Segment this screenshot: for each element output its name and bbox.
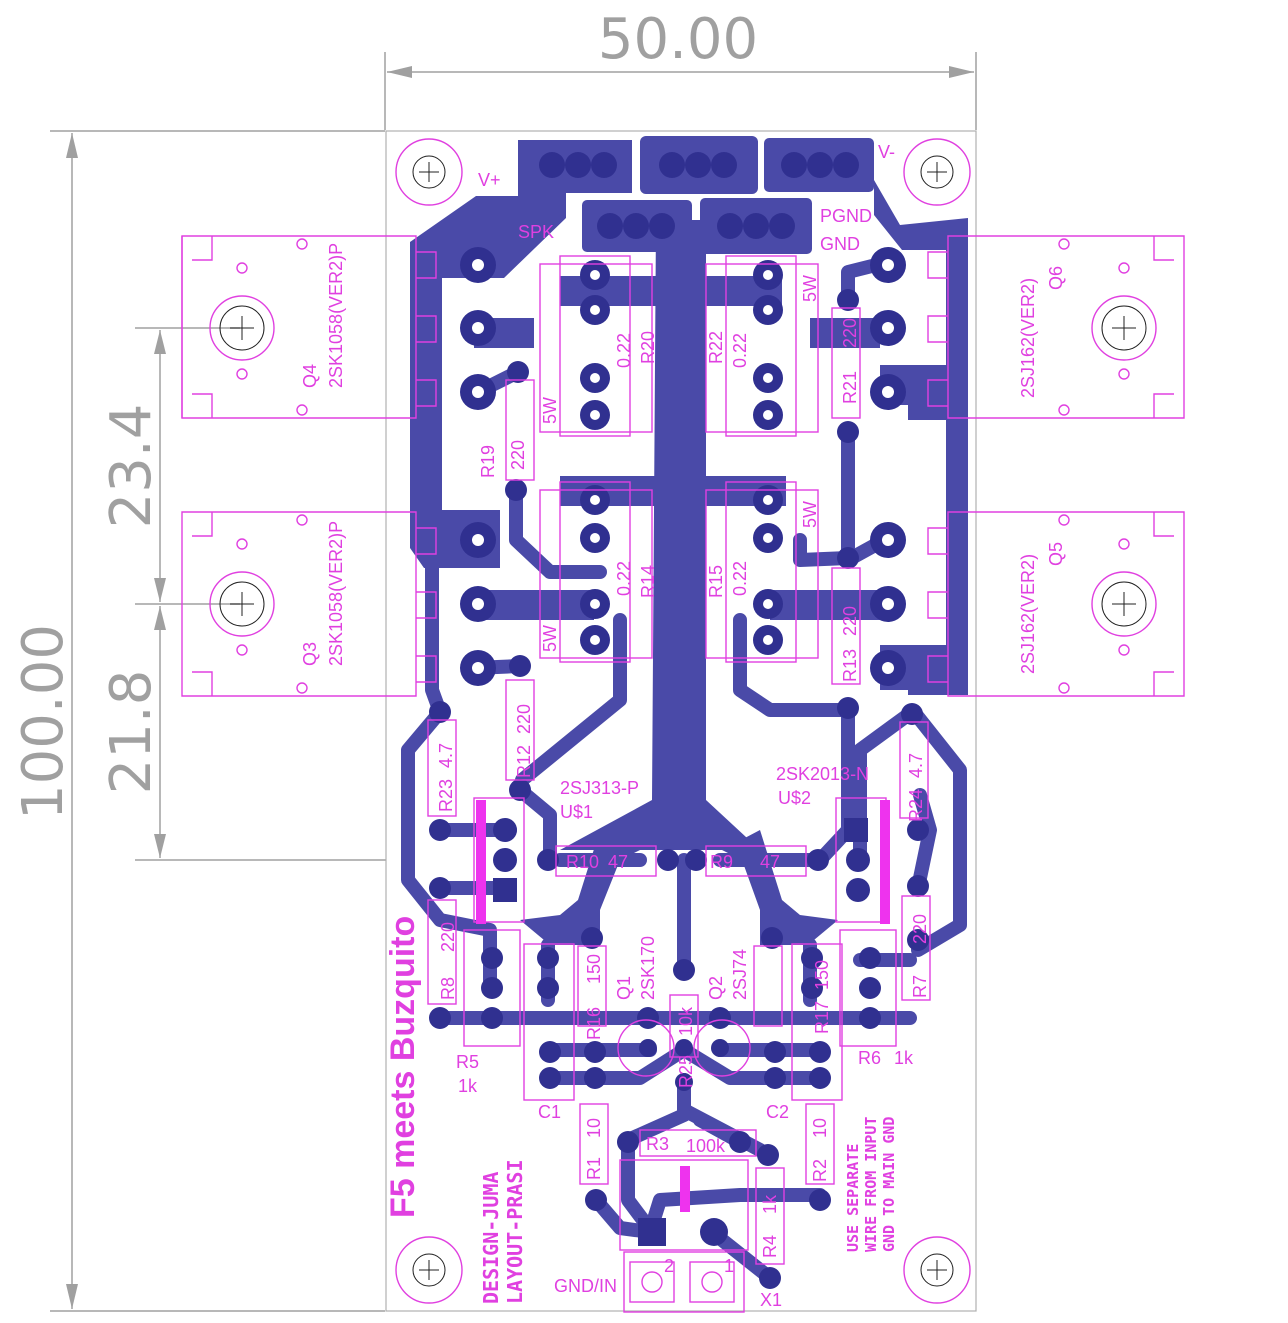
r10-name: R10 bbox=[566, 852, 599, 872]
x1-pin2-label: 2 bbox=[664, 1256, 674, 1276]
q2-part: 2SJ74 bbox=[730, 949, 750, 1000]
r23-value: 4.7 bbox=[436, 743, 456, 768]
r15-name: R15 bbox=[706, 565, 726, 598]
r20-watt: 5W bbox=[540, 397, 560, 424]
r4-value: 1k bbox=[760, 1194, 780, 1214]
r16-value: 150 bbox=[584, 954, 604, 984]
r22-name: R22 bbox=[706, 331, 726, 364]
r9-name: R9 bbox=[710, 852, 733, 872]
dimension-lines: 50.00 100.00 23.4 21.8 bbox=[11, 7, 977, 1312]
q2-name: Q2 bbox=[706, 976, 726, 1000]
gnd-note-line3: GND TO MAIN GND bbox=[880, 1117, 898, 1252]
r8-name: R8 bbox=[438, 977, 458, 1000]
r15-watt: 5W bbox=[800, 501, 820, 528]
q3-name: Q3 bbox=[300, 642, 320, 666]
r2-value: 10 bbox=[810, 1118, 830, 1138]
r2-name: R2 bbox=[810, 1159, 830, 1182]
pads bbox=[429, 152, 929, 1289]
v-minus-label: V- bbox=[878, 142, 895, 162]
r5-value: 1k bbox=[458, 1076, 478, 1096]
labels: V+ V- SPK PGND GND Q4 2SK1058(VER2)P Q3 … bbox=[300, 142, 1066, 1310]
q3-part: 2SK1058(VER2)P bbox=[326, 521, 346, 666]
gnd-in-label: GND/IN bbox=[554, 1276, 617, 1296]
u2-part: 2SK2013-N bbox=[776, 764, 869, 784]
mounting-holes bbox=[395, 138, 971, 1304]
r13-name: R13 bbox=[840, 649, 860, 682]
r19-name: R19 bbox=[478, 445, 498, 478]
r24-name: R24 bbox=[906, 789, 926, 822]
c1-label: C1 bbox=[538, 1102, 561, 1122]
u1-part: 2SJ313-P bbox=[560, 778, 639, 798]
r24-value: 4.7 bbox=[906, 753, 926, 778]
r13-value: 220 bbox=[840, 606, 860, 636]
r4-name: R4 bbox=[760, 1235, 780, 1258]
silkscreen bbox=[181, 235, 1185, 1313]
spacing-upper-dimension: 23.4 bbox=[99, 404, 164, 529]
q6-part: 2SJ162(VER2) bbox=[1018, 278, 1038, 398]
r14-name: R14 bbox=[638, 565, 658, 598]
r6-value: 1k bbox=[894, 1048, 914, 1068]
layout-credit: LAYOUT-PRASI bbox=[503, 1160, 527, 1305]
r5-name: R5 bbox=[456, 1052, 479, 1072]
u1-name: U$1 bbox=[560, 802, 593, 822]
r3-name: R3 bbox=[646, 1134, 669, 1154]
q4-name: Q4 bbox=[300, 364, 320, 388]
r12-value: 220 bbox=[514, 704, 534, 734]
r16-name: R16 bbox=[584, 1007, 604, 1040]
q5-name: Q5 bbox=[1046, 542, 1066, 566]
r6-name: R6 bbox=[858, 1048, 881, 1068]
q4-part: 2SK1058(VER2)P bbox=[326, 243, 346, 388]
spk-label: SPK bbox=[518, 222, 554, 242]
r17-name: R17 bbox=[812, 1001, 832, 1034]
r19-value: 220 bbox=[508, 440, 528, 470]
spacing-lower-dimension: 21.8 bbox=[99, 670, 164, 795]
r12-name: R12 bbox=[514, 745, 534, 778]
r21-name: R21 bbox=[840, 371, 860, 404]
r7-name: R7 bbox=[910, 975, 930, 998]
gnd-note-line1: USE SEPARATE bbox=[844, 1144, 862, 1252]
r23-name: R23 bbox=[436, 779, 456, 812]
q5-part: 2SJ162(VER2) bbox=[1018, 554, 1038, 674]
u2-name: U$2 bbox=[778, 788, 811, 808]
r7-value: 220 bbox=[910, 914, 930, 944]
gnd-label: GND bbox=[820, 234, 860, 254]
r25-value: 10k bbox=[676, 1006, 696, 1036]
r22-watt: 5W bbox=[800, 275, 820, 302]
r8-value: 220 bbox=[438, 922, 458, 952]
r3-value: 100k bbox=[686, 1136, 726, 1156]
r22-value: 0.22 bbox=[730, 333, 750, 368]
r10-value: 47 bbox=[608, 852, 628, 872]
q6-name: Q6 bbox=[1046, 266, 1066, 290]
height-dimension: 100.00 bbox=[11, 624, 76, 820]
c2-label: C2 bbox=[766, 1102, 789, 1122]
r20-name: R20 bbox=[638, 331, 658, 364]
design-credit: DESIGN-JUMA bbox=[479, 1172, 503, 1304]
r21-value: 220 bbox=[840, 318, 860, 348]
board-title: F5 meets Buzquito bbox=[384, 916, 422, 1218]
v-plus-label: V+ bbox=[478, 170, 501, 190]
r14-watt: 5W bbox=[540, 625, 560, 652]
r17-value: 150 bbox=[812, 960, 832, 990]
width-dimension: 50.00 bbox=[598, 7, 758, 72]
x1-pin1-label: 1 bbox=[724, 1256, 734, 1276]
r1-name: R1 bbox=[584, 1157, 604, 1180]
r15-value: 0.22 bbox=[730, 561, 750, 596]
r9-value: 47 bbox=[760, 852, 780, 872]
q1-name: Q1 bbox=[614, 976, 634, 1000]
r1-value: 10 bbox=[584, 1118, 604, 1138]
x1-label: X1 bbox=[760, 1290, 782, 1310]
r20-value: 0.22 bbox=[614, 333, 634, 368]
q1-part: 2SK170 bbox=[638, 936, 658, 1000]
pgnd-label: PGND bbox=[820, 206, 872, 226]
r14-value: 0.22 bbox=[614, 561, 634, 596]
r25-name: R25 bbox=[676, 1055, 696, 1088]
gnd-note-line2: WIRE FROM INPUT bbox=[862, 1117, 880, 1252]
